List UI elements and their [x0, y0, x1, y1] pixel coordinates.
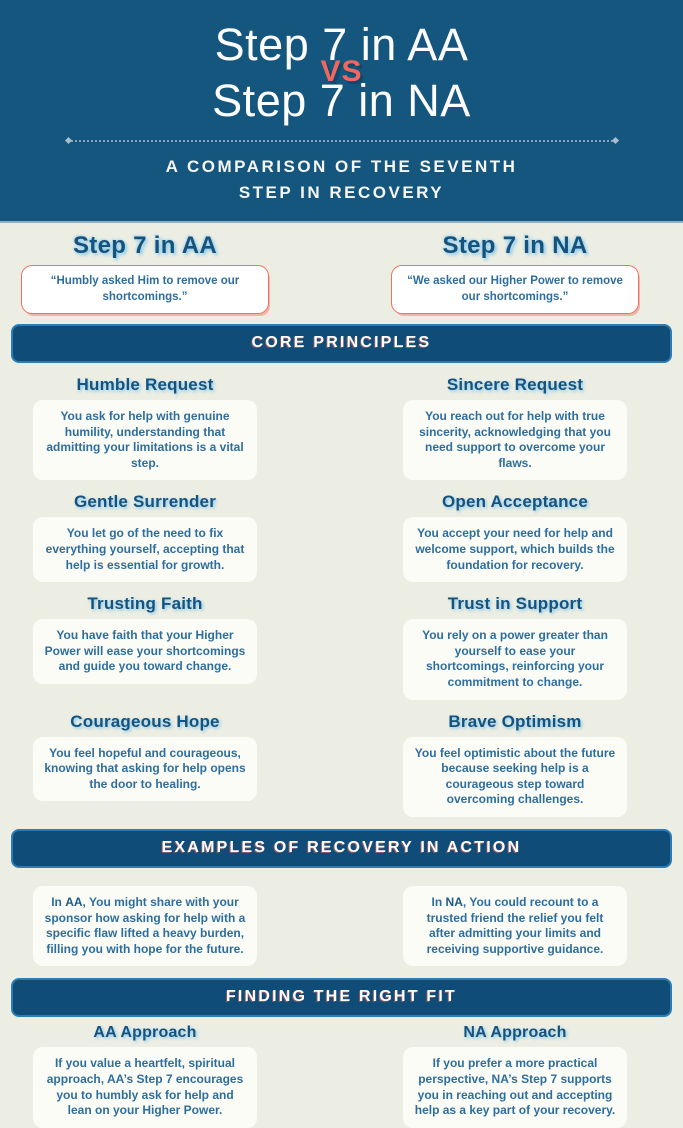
principle-title: Open Acceptance	[442, 492, 588, 512]
finding-row: AA Approach If you value a heartfelt, sp…	[0, 1017, 683, 1128]
core-principles-banner: CORE PRINCIPLES	[11, 324, 672, 364]
aa-quote-box: “Humbly asked Him to remove our shortcom…	[21, 265, 269, 315]
principle-card: You ask for help with genuine humility, …	[33, 400, 257, 481]
principle-card: You rely on a power greater than yoursel…	[403, 619, 627, 700]
principle-title: Gentle Surrender	[73, 492, 217, 512]
principle-cell: Gentle Surrender You let go of the need …	[0, 480, 290, 583]
principle-title: Courageous Hope	[70, 711, 220, 731]
principle-card: You accept your need for help and welcom…	[403, 517, 627, 583]
principle-card: You have faith that your Higher Power wi…	[33, 619, 257, 684]
subtitle-line-2: STEP IN RECOVERY	[238, 183, 445, 203]
na-bold: NA	[445, 894, 463, 909]
principles-row-1: Humble Request You ask for help with gen…	[0, 363, 683, 481]
finding-na-cell: NA Approach If you prefer a more practic…	[370, 1017, 660, 1128]
principle-cell: Brave Optimism You feel optimistic about…	[370, 700, 660, 817]
principle-cell: Trust in Support You rely on a power gre…	[370, 582, 660, 700]
dotted-divider	[64, 136, 619, 145]
header-banner: Step 7 in AA VS Step 7 in NA A COMPARISO…	[0, 0, 683, 223]
principles-row-3: Trusting Faith You have faith that your …	[0, 582, 683, 700]
intro-aa-column: Step 7 in AA “Humbly asked Him to remove…	[0, 232, 290, 315]
title-line-na: Step 7 in NA	[212, 74, 471, 126]
principle-cell: Trusting Faith You have faith that your …	[0, 582, 290, 699]
example-aa-card: In AA, You might share with your sponsor…	[33, 885, 257, 967]
principle-cell: Open Acceptance You accept your need for…	[370, 480, 660, 583]
finding-aa-card: If you value a heartfelt, spiritual appr…	[33, 1047, 257, 1128]
examples-banner-label: EXAMPLES OF RECOVERY IN ACTION	[161, 838, 522, 856]
principle-title: Sincere Request	[446, 375, 584, 395]
finding-na-title: NA Approach	[463, 1024, 567, 1042]
intro-na-column: Step 7 in NA “We asked our Higher Power …	[370, 232, 660, 315]
principle-title: Trusting Faith	[87, 594, 203, 614]
core-principles-banner-label: CORE PRINCIPLES	[251, 334, 432, 352]
divider-diamond-icon	[611, 136, 619, 145]
intro-na-heading: Step 7 in NA	[442, 232, 588, 259]
principles-row-2: Gentle Surrender You let go of the need …	[0, 480, 683, 583]
example-na-cell: In NA, You could recount to a trusted fr…	[370, 881, 660, 967]
examples-banner: EXAMPLES OF RECOVERY IN ACTION	[11, 828, 672, 868]
principle-card: You let go of the need to fix everything…	[33, 517, 257, 583]
title-line-aa: Step 7 in AA	[214, 19, 469, 70]
intro-aa-heading: Step 7 in AA	[72, 232, 218, 259]
finding-aa-cell: AA Approach If you value a heartfelt, sp…	[0, 1017, 290, 1128]
subtitle: A COMPARISON OF THE SEVENTH STEP IN RECO…	[0, 154, 683, 207]
principle-title: Humble Request	[76, 375, 214, 395]
vs-label: VS	[320, 54, 363, 88]
finding-aa-title: AA Approach	[93, 1024, 197, 1042]
example-na-card: In NA, You could recount to a trusted fr…	[403, 885, 627, 967]
finding-banner: FINDING THE RIGHT FIT	[11, 978, 672, 1018]
principle-title: Brave Optimism	[448, 711, 582, 731]
divider-diamond-icon	[64, 136, 72, 145]
subtitle-line-1: A COMPARISON OF THE SEVENTH	[165, 157, 518, 176]
aa-bold: AA	[65, 894, 83, 909]
principle-cell: Humble Request You ask for help with gen…	[0, 363, 290, 481]
examples-row: In AA, You might share with your sponsor…	[0, 881, 683, 967]
principle-card: You feel optimistic about the future bec…	[403, 736, 627, 817]
finding-na-card: If you prefer a more practical perspecti…	[403, 1047, 627, 1128]
na-quote-box: “We asked our Higher Power to remove our…	[391, 265, 639, 315]
intro-section: Step 7 in AA “Humbly asked Him to remove…	[0, 232, 683, 315]
example-aa-cell: In AA, You might share with your sponsor…	[0, 881, 290, 967]
principle-cell: Courageous Hope You feel hopeful and cou…	[0, 700, 290, 817]
principle-card: You feel hopeful and courageous, knowing…	[33, 736, 257, 802]
principles-row-4: Courageous Hope You feel hopeful and cou…	[0, 700, 683, 817]
principle-card: You reach out for help with true sinceri…	[403, 400, 627, 481]
principle-title: Trust in Support	[447, 594, 583, 614]
finding-banner-label: FINDING THE RIGHT FIT	[225, 988, 458, 1006]
principle-cell: Sincere Request You reach out for help w…	[370, 363, 660, 481]
